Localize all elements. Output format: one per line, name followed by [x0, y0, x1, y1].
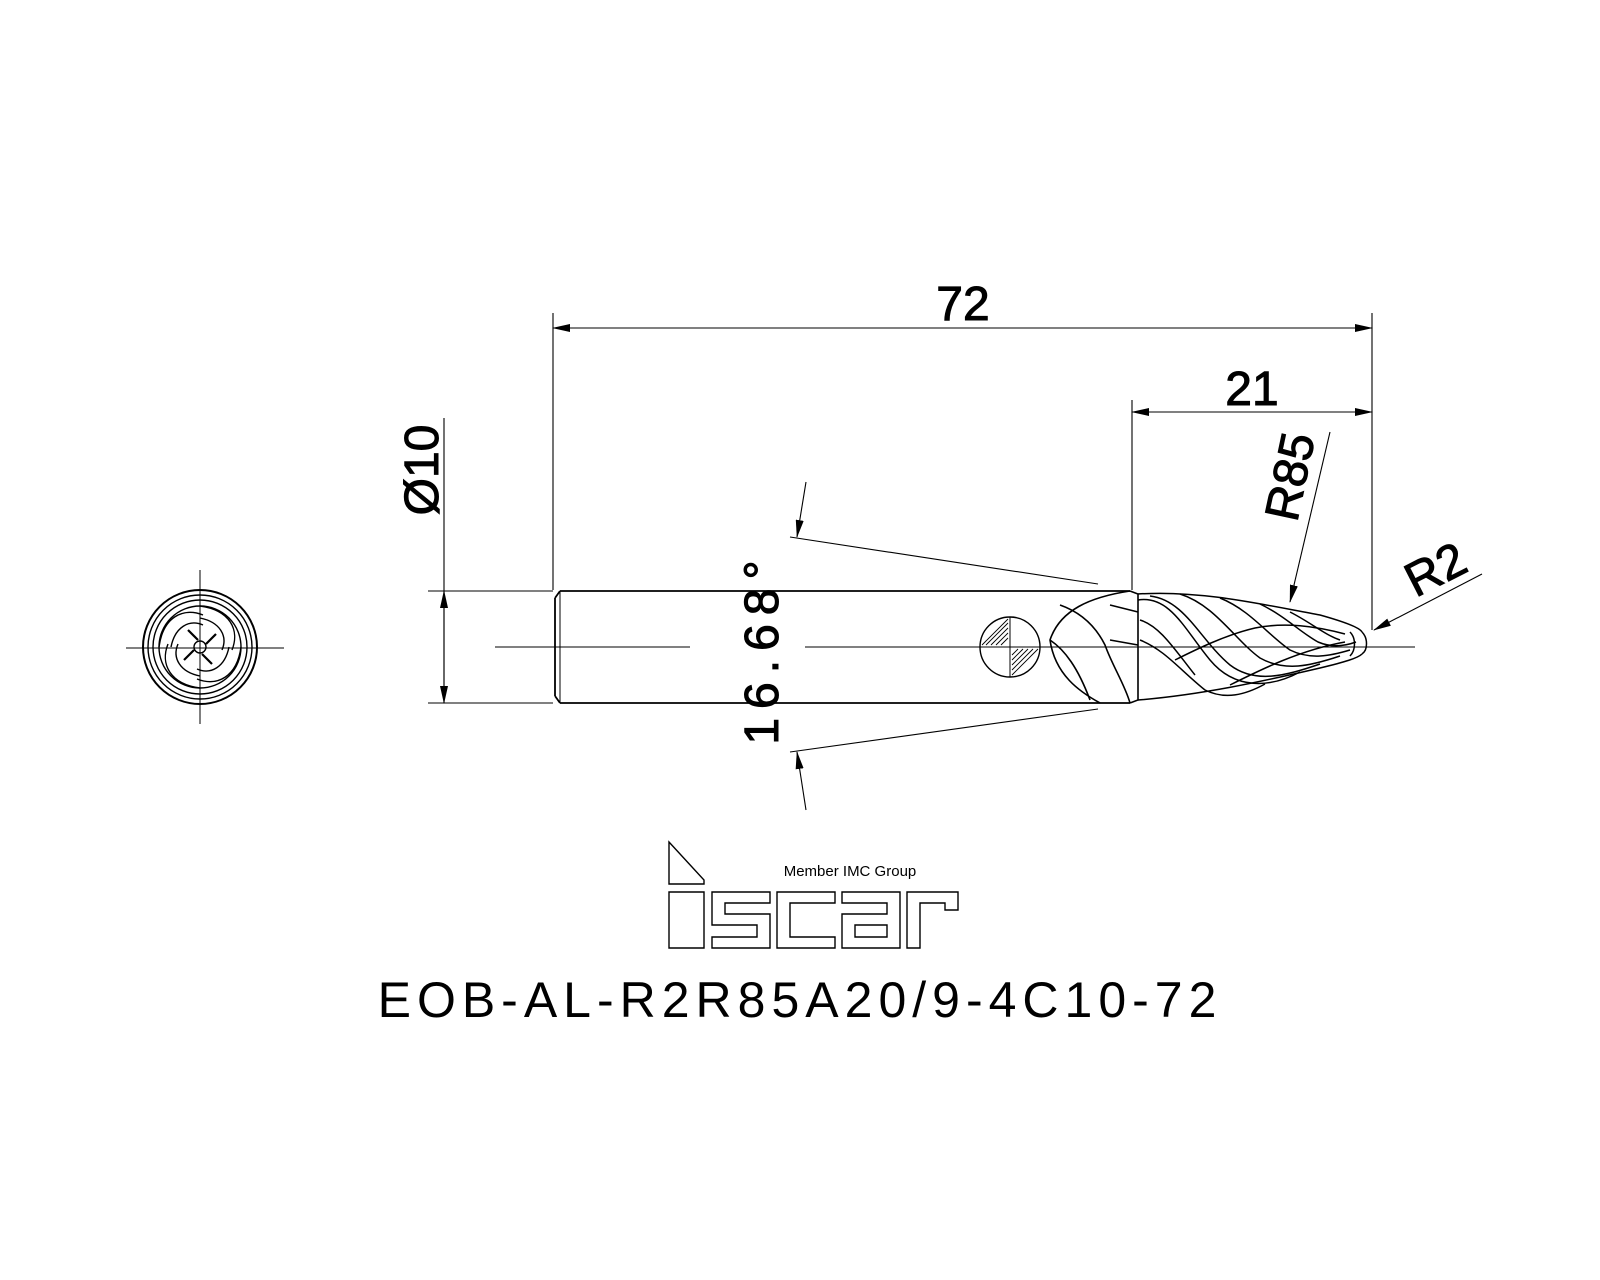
end-view [126, 570, 284, 724]
dim-flute-length: 21 [1225, 363, 1278, 416]
dim-tip-radius: R2 [1397, 533, 1476, 608]
iscar-logo: Member IMC Group [668, 840, 959, 949]
dim-profile-radius: R85 [1256, 428, 1326, 525]
dim-shank-diameter: Ø10 [396, 425, 449, 516]
dim-overall-length: 72 [936, 278, 989, 331]
datum-symbol [979, 616, 1041, 678]
shank [554, 590, 1130, 704]
dim-taper-angle: 16.68° [736, 551, 789, 744]
part-number: EOB-AL-R2R85A20/9-4C10-72 [377, 972, 1223, 1028]
dimension-lines [428, 313, 1483, 811]
flutes [1137, 592, 1368, 701]
logo-tagline: Member IMC Group [784, 863, 917, 880]
flute-transition [1049, 590, 1139, 704]
side-view: 72 21 Ø10 16.68° R85 R2 [396, 278, 1483, 811]
